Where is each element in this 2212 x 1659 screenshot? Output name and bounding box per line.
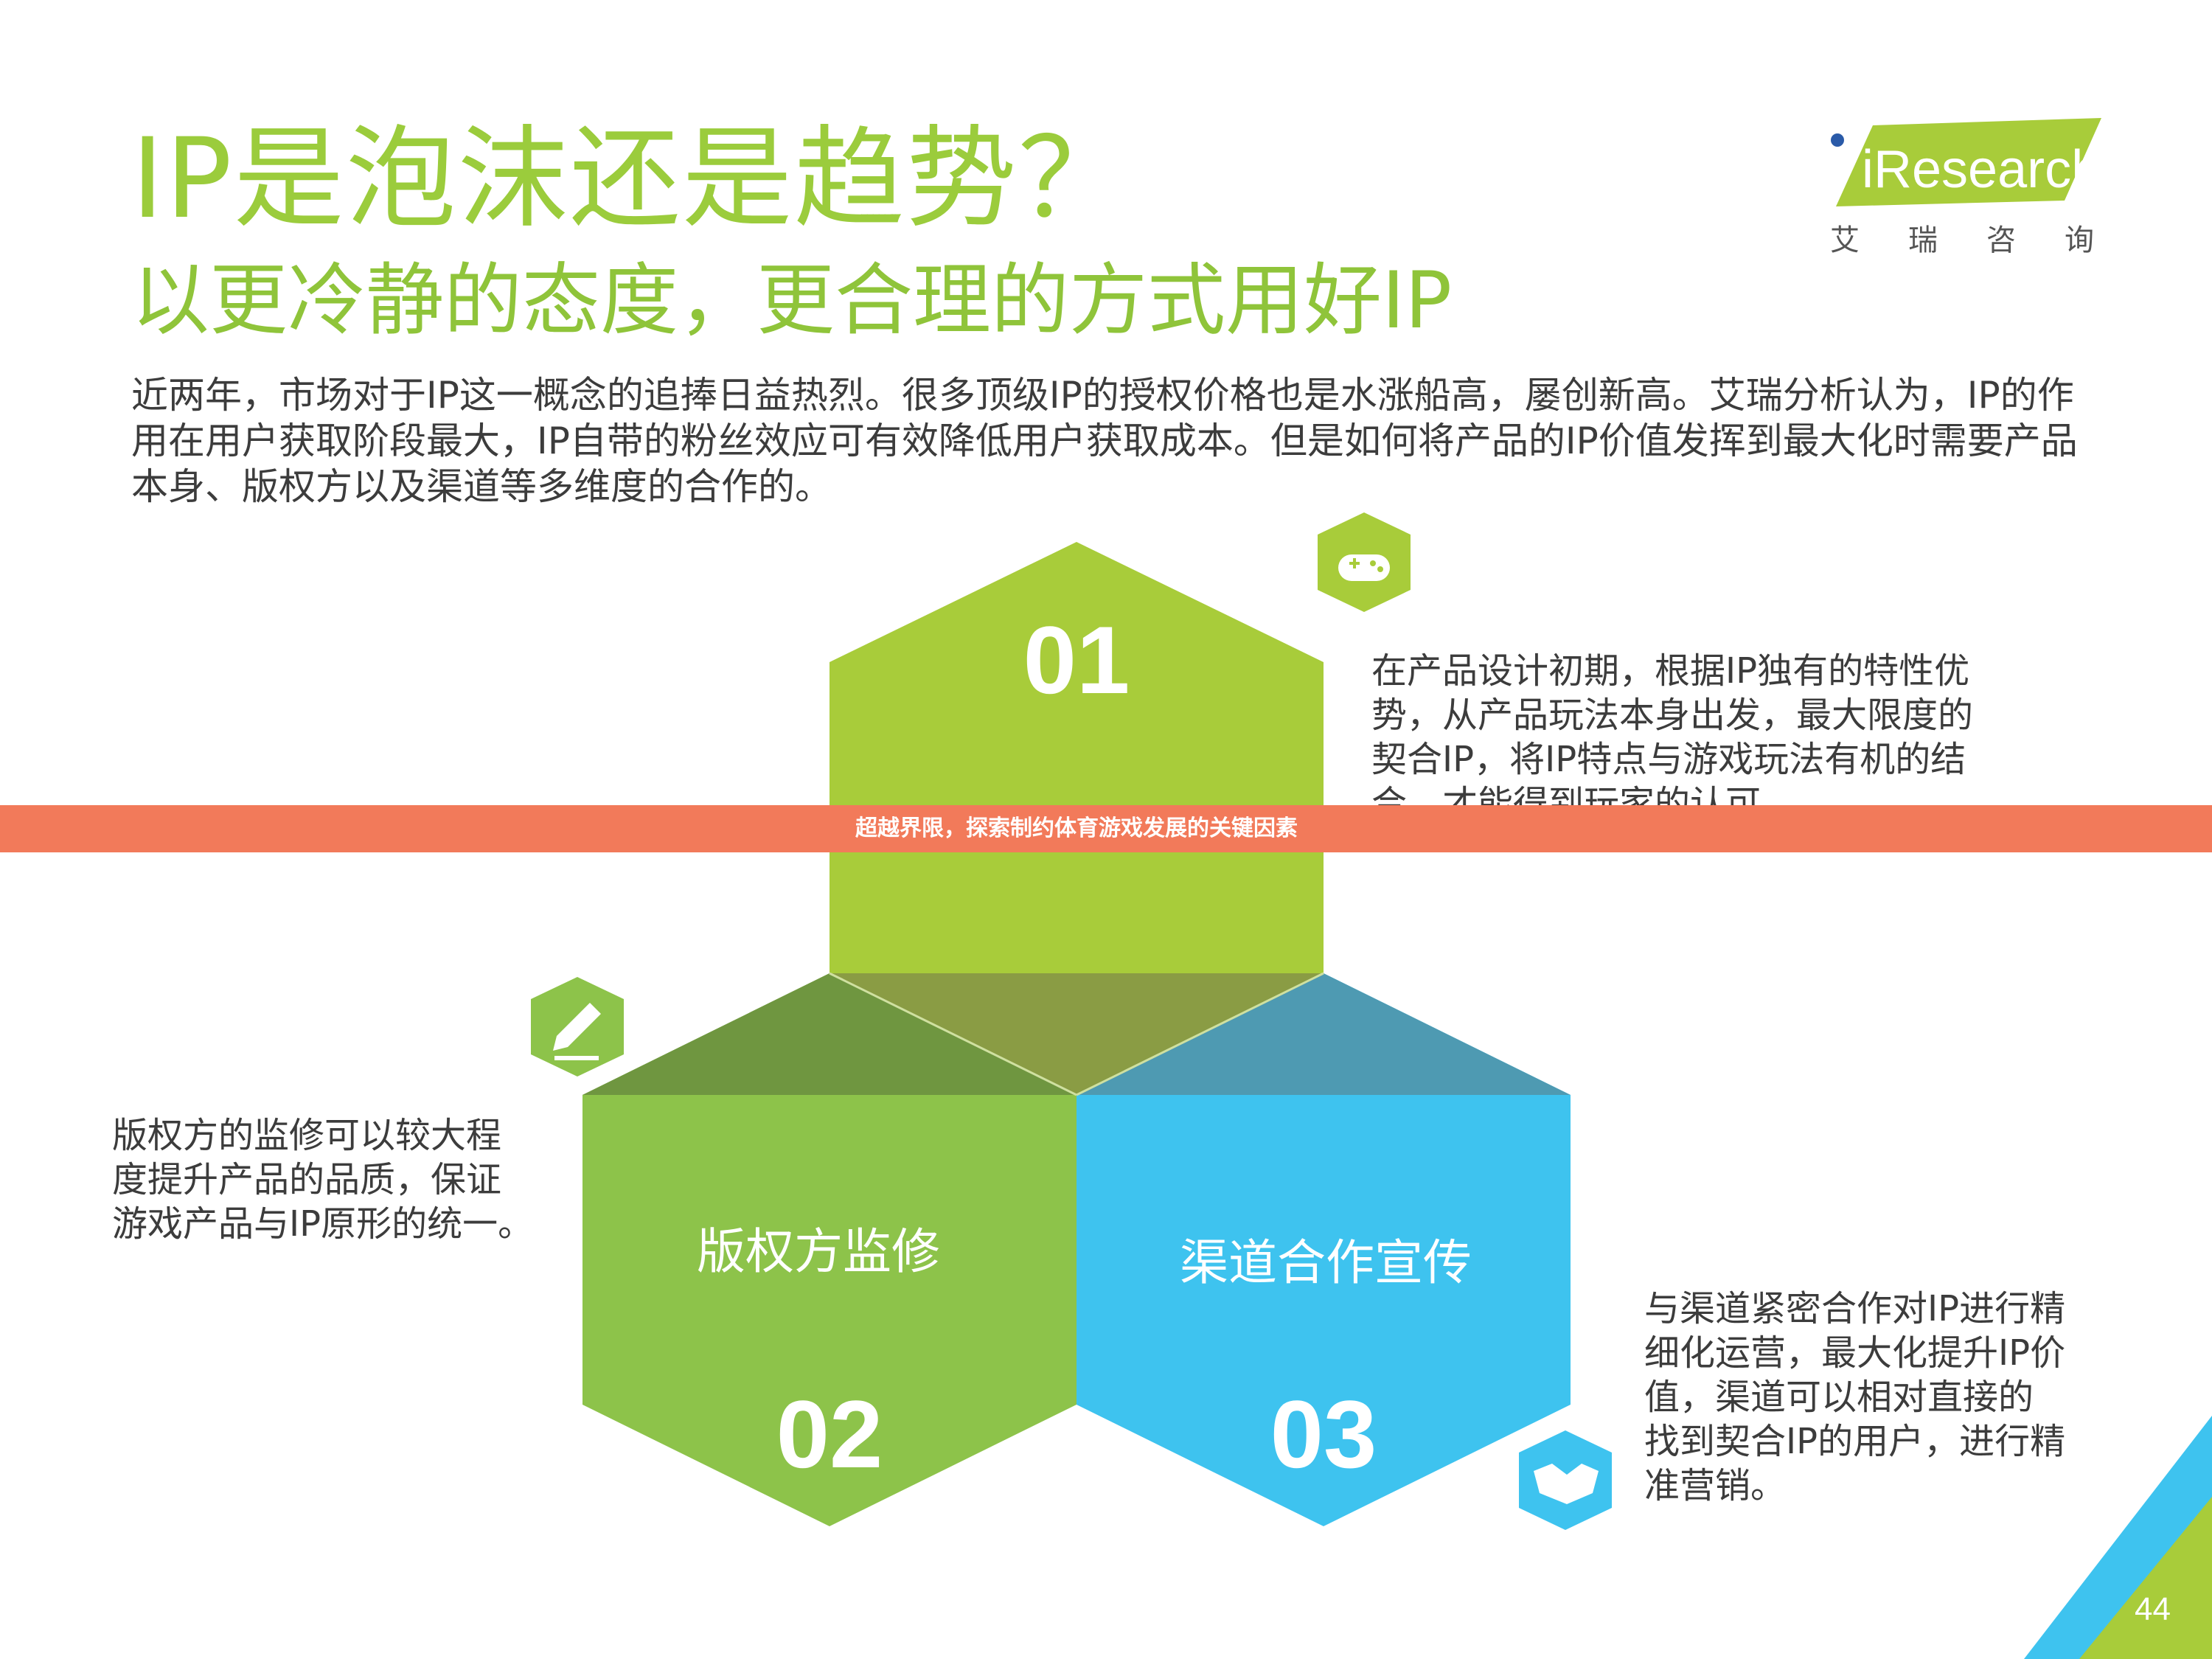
desc-line: 契合IP，将IP特点与游戏玩法有机的结 [1371, 739, 1966, 780]
hex-divider [829, 972, 1077, 1096]
hexagon-03-number: 03 [1270, 1380, 1377, 1488]
intro-line: 本身、版权方以及渠道等多维度的合作的。 [131, 465, 832, 508]
iresearch-logo [1831, 118, 2101, 206]
hexagon-02-number: 02 [776, 1380, 883, 1488]
desc-line: 准营销。 [1644, 1465, 1787, 1506]
hexagon-03 [1077, 973, 1571, 1526]
desc-line: 细化运营，最大化提升IP价 [1644, 1332, 2066, 1374]
hexagon-01-number: 01 [1023, 606, 1130, 714]
logo-chinese: 艾瑞咨询 [1830, 223, 2143, 257]
intro-line: 用在用户获取阶段最大，IP自带的粉丝效应可有效降低用户获取成本。但是如何将产品的… [131, 420, 2078, 462]
page-title: IP是泡沫还是趋势？ [131, 115, 1130, 243]
overlap-shade-right [1077, 973, 1571, 1095]
hexagon-02 [582, 973, 1077, 1526]
desc-line: 游戏产品与IP原形的统一。 [112, 1203, 534, 1245]
handshake-icon [1534, 1464, 1599, 1504]
desc-line: 版权方的监修可以较大程 [112, 1115, 502, 1156]
desc-line: 与渠道紧密合作对IP进行精 [1644, 1288, 2066, 1329]
desc-line: 势，从产品玩法本身出发，最大限度的 [1371, 695, 1974, 736]
overlay-banner[interactable] [0, 805, 2212, 852]
hexagon-02-description: 版权方的监修可以较大程 度提升产品的品质，保证 游戏产品与IP原形的统一。 [112, 1113, 569, 1246]
overlap-shade-left [582, 973, 1077, 1095]
desc-line: 在产品设计初期，根据IP独有的特性优 [1371, 650, 1970, 692]
hexagon-03-description: 与渠道紧密合作对IP进行精 细化运营，最大化提升IP价 值，渠道可以相对直接的 … [1644, 1287, 2175, 1508]
hexagon-03-label: 渠道合作宣传 [1180, 1234, 1472, 1291]
hexagon-01-description: 在产品设计初期，根据IP独有的特性优 势，从产品玩法本身出发，最大限度的 契合I… [1371, 649, 2035, 826]
page-subtitle: 以更冷静的态度，更合理的方式用好IP [131, 255, 1453, 346]
logo-wordmark: iResearch [1862, 140, 2101, 199]
overlay-banner-text[interactable]: 超越界限，探索制约体育游戏发展的关键因素 [855, 815, 1298, 841]
hex-divider [1076, 972, 1324, 1096]
gamepad-icon [1338, 554, 1390, 581]
logo-dot [1831, 133, 1844, 147]
desc-line: 度提升产品的品质，保证 [112, 1159, 502, 1200]
corner-decoration-green [2079, 1497, 2212, 1659]
overlap-shade-center [830, 973, 1324, 1095]
desc-line: 找到契合IP的用户，进行精 [1644, 1421, 2066, 1462]
intro-paragraph: 近两年，市场对于IP这一概念的追捧日益热烈。很多顶级IP的授权价格也是水涨船高，… [131, 372, 2093, 509]
pencil-icon [553, 1003, 601, 1060]
hexagon-02-label: 版权方监修 [697, 1223, 940, 1280]
desc-line: 值，渠道可以相对直接的 [1644, 1377, 2034, 1418]
logo-parallelogram [1836, 118, 2101, 206]
page-number: 44 [2135, 1591, 2171, 1627]
intro-line: 近两年，市场对于IP这一概念的追捧日益热烈。很多顶级IP的授权价格也是水涨船高，… [131, 374, 2074, 417]
